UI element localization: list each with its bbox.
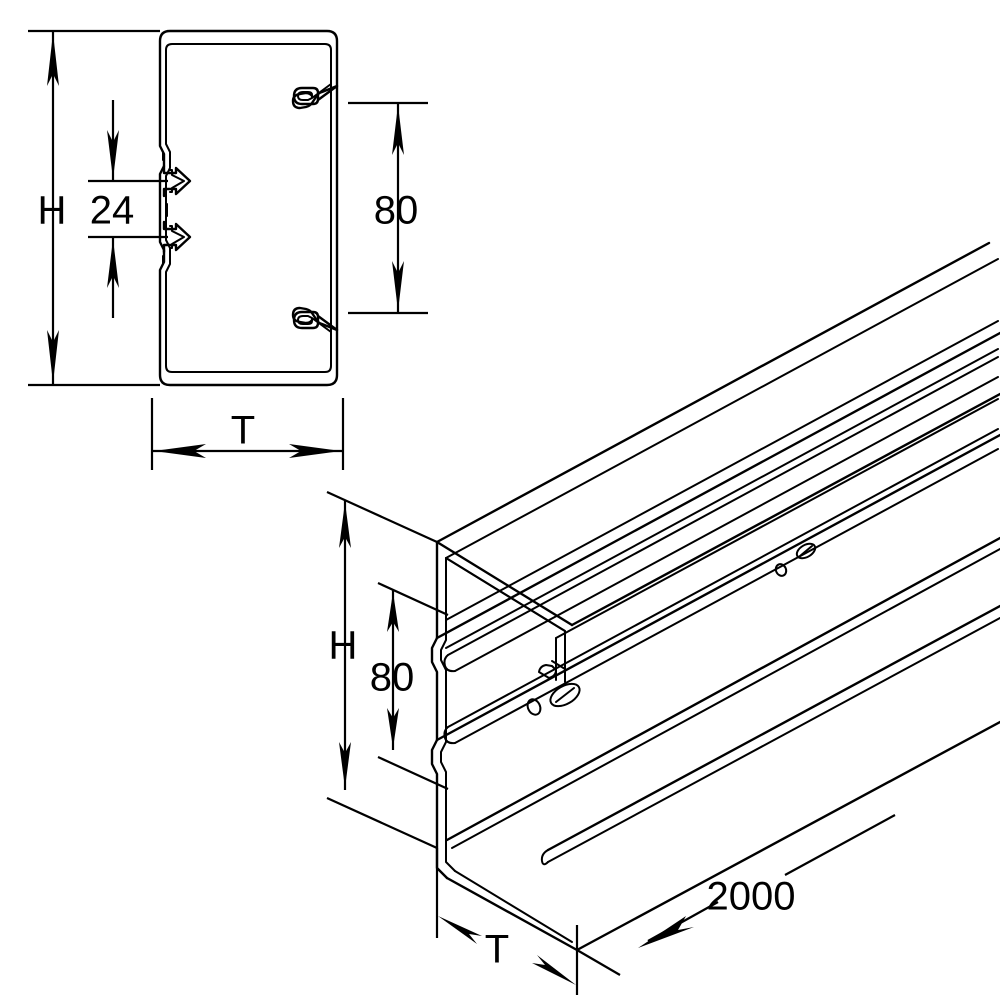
H-arrow-top <box>47 33 59 86</box>
iso-bottom-front-edge-inner <box>454 870 573 943</box>
iso-lower-rail-top <box>447 428 999 728</box>
iso-top-face-front-edge <box>435 540 574 627</box>
dimension-80-iso: 80 <box>370 581 449 791</box>
dim80-arrow-top <box>392 105 404 155</box>
dim2000-arrow <box>638 916 694 948</box>
iso-interior-back-top <box>555 398 999 639</box>
far-oval-slot-hole-mid <box>799 545 813 557</box>
far-small-round-hole <box>774 563 788 577</box>
iso-inner-top-band-a <box>445 320 999 621</box>
dimension-H-cross-section: H <box>28 29 160 387</box>
far-oval-slot-hole <box>795 542 817 560</box>
lower-lid-catch <box>291 306 339 332</box>
isometric-trunking-body <box>430 241 1000 952</box>
small-round-hole <box>526 698 542 716</box>
iso-upper-rail-bottom <box>454 376 999 672</box>
iso-front-section-u <box>445 557 566 683</box>
iso-upper-rail-top <box>447 356 999 656</box>
iso-bottom-front-edge <box>445 876 579 952</box>
profile-inner-outline <box>165 43 332 373</box>
iso-front-left-wall-inner <box>440 557 456 872</box>
dimension-label-80-iso: 80 <box>370 656 415 700</box>
H-iso-arrow-top <box>339 502 351 548</box>
iso-lower-rail-bottom <box>454 448 999 744</box>
dimension-2000-iso: 2000 <box>576 814 896 976</box>
iso-inner-top-band-b <box>445 348 999 649</box>
dimension-label-H-iso: H <box>329 624 358 668</box>
dimension-H-iso: H <box>326 490 438 850</box>
dim80-iso-ext-bottom <box>377 755 449 791</box>
dim24-arrow-upper <box>107 130 119 179</box>
dimension-label-80-cross: 80 <box>374 189 419 233</box>
dimension-label-24: 24 <box>90 189 135 233</box>
dim24-arrow-lower <box>107 239 119 288</box>
dimension-label-2000: 2000 <box>707 875 796 919</box>
iso-latch-catch-edge <box>551 660 566 670</box>
dimension-label-T-iso: T <box>485 928 509 972</box>
dimT-arrow-right <box>289 444 341 458</box>
iso-lower-rail-end-cap <box>443 726 456 745</box>
dimT-arrow-left <box>154 444 206 458</box>
dim2000-leader-far <box>784 814 896 876</box>
cross-section-profile <box>158 29 339 387</box>
lower-side-rail-hook <box>162 220 192 254</box>
dimension-T-iso: T <box>435 848 579 995</box>
iso-bottom-rail-top <box>546 604 1000 852</box>
iso-top-inner-edge <box>445 258 999 559</box>
profile-outer-outline <box>158 29 339 387</box>
iso-upper-rail-end-cap <box>443 654 456 673</box>
iso-bottom-back-edge <box>575 720 1000 952</box>
iso-bottom-inner-edge-2 <box>451 548 1000 849</box>
upper-lid-catch <box>291 84 339 110</box>
oval-slot-hole <box>549 682 581 708</box>
iso-bottom-rail-top-inner <box>547 617 1000 863</box>
H-arrow-bottom <box>47 330 59 383</box>
dimension-label-H-cross: H <box>38 189 67 233</box>
dimension-80-cross-section: 80 <box>348 101 428 315</box>
lower-side-rail-hook-inner <box>169 225 185 249</box>
dimT-iso-arrow-right <box>532 955 576 985</box>
iso-body-line-2 <box>435 433 1000 742</box>
dimension-label-T-cross: T <box>231 409 255 453</box>
iso-top-face-outer-edge <box>435 241 991 544</box>
iso-body-line-1 <box>435 331 1000 640</box>
H-iso-ext-bottom <box>326 796 438 850</box>
dim80-iso-ext-top <box>377 581 449 617</box>
dim80-arrow-bottom <box>392 261 404 311</box>
iso-bottom-inner-edge <box>445 536 1000 842</box>
dimT-iso-arrow-left <box>438 916 482 944</box>
iso-bottom-rail-end <box>540 849 549 866</box>
dim2000-ext-left <box>576 949 621 976</box>
iso-front-left-wall <box>430 540 449 880</box>
H-iso-arrow-bottom <box>339 742 351 788</box>
upper-side-rail-hook <box>162 164 192 198</box>
dim80-iso-arrow-top <box>387 592 399 632</box>
dimension-24-cross-section: 24 <box>88 100 168 318</box>
oval-slot-hole-mid <box>555 687 575 703</box>
iso-top-face-back-edge <box>570 392 1000 627</box>
dim80-iso-arrow-bottom <box>387 708 399 748</box>
upper-side-rail-hook-inner <box>169 169 185 193</box>
dimension-T-cross-section: T <box>150 398 345 470</box>
